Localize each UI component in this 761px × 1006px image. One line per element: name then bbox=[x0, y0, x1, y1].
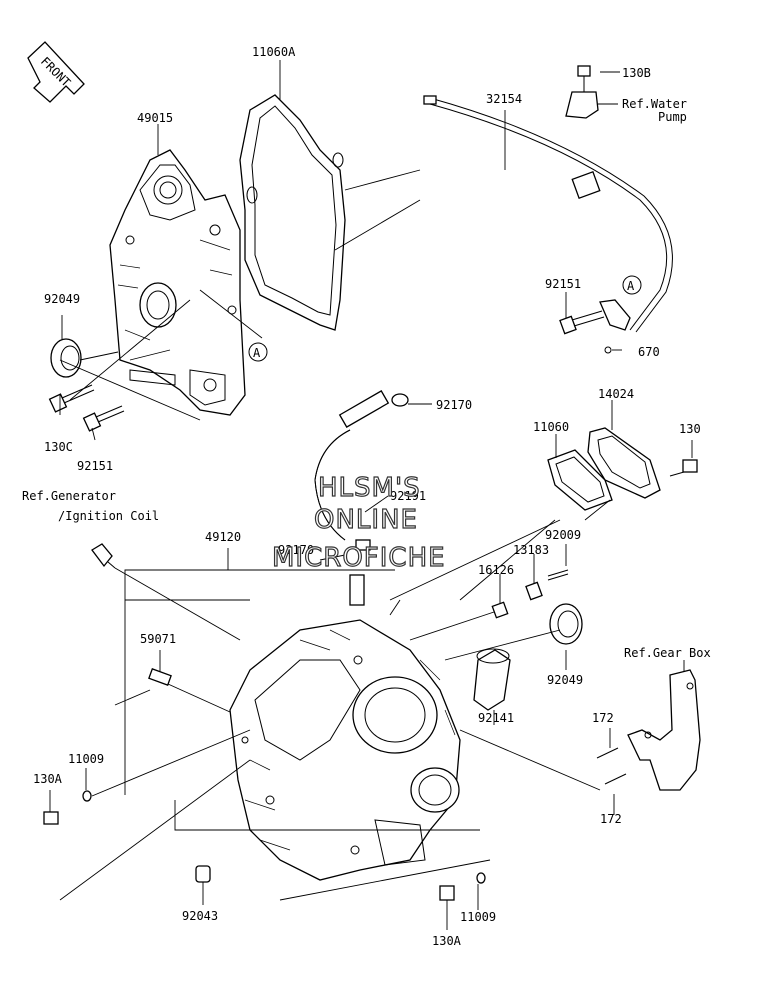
bolt-92151-lower bbox=[82, 405, 125, 432]
bushing-92141 bbox=[473, 648, 511, 711]
label-130: 130 bbox=[679, 422, 701, 436]
label-16126: 16126 bbox=[478, 563, 514, 577]
watermark-line-1: HLSM'S bbox=[318, 473, 421, 503]
label-92049-upper: 92049 bbox=[44, 292, 80, 306]
label-ref-generator-2: /Ignition Coil bbox=[58, 509, 159, 523]
label-14024: 14024 bbox=[598, 387, 634, 401]
stud-59071 bbox=[148, 668, 172, 686]
bolt-92009 bbox=[547, 569, 569, 581]
bolt-130A-left bbox=[43, 811, 59, 825]
label-92009: 92009 bbox=[545, 528, 581, 542]
label-13183: 13183 bbox=[513, 543, 549, 557]
breather-hose-92191 bbox=[314, 390, 409, 541]
label-92191: 92191 bbox=[390, 489, 426, 503]
crankcase-49120 bbox=[229, 619, 461, 881]
stud-172-lower bbox=[604, 773, 627, 785]
bolt-130 bbox=[669, 459, 698, 477]
label-ref-generator-1: Ref.Generator bbox=[22, 489, 116, 503]
label-92141: 92141 bbox=[478, 711, 514, 725]
label-670: 670 bbox=[638, 345, 660, 359]
stud-172-upper bbox=[596, 747, 619, 759]
ref-a-label-right: A bbox=[627, 279, 635, 293]
label-49120: 49120 bbox=[205, 530, 241, 544]
dipstick-tube-32154 bbox=[423, 95, 673, 333]
label-92170-upper: 92170 bbox=[436, 398, 472, 412]
label-92170-lower: 92170 bbox=[278, 543, 314, 557]
label-92151-lower: 92151 bbox=[77, 459, 113, 473]
ref-a-circle-left: A bbox=[248, 342, 268, 362]
label-172-lower: 172 bbox=[600, 812, 622, 826]
pin-16126 bbox=[491, 601, 509, 619]
label-ref-water-1: Ref.Water bbox=[622, 97, 687, 111]
ref-a-label-left: A bbox=[253, 346, 261, 360]
label-11060: 11060 bbox=[533, 420, 569, 434]
label-11009-right: 11009 bbox=[460, 910, 496, 924]
bolt-130B bbox=[565, 65, 599, 119]
label-ref-gear-box: Ref.Gear Box bbox=[624, 646, 711, 660]
label-172-upper: 172 bbox=[592, 711, 614, 725]
oil-seal-92049-upper bbox=[50, 338, 82, 378]
breather-fitting bbox=[349, 539, 371, 606]
label-130C: 130C bbox=[44, 440, 73, 454]
label-130B: 130B bbox=[622, 66, 651, 80]
bolt-92151-upper bbox=[559, 299, 631, 354]
bolt-130C bbox=[48, 384, 95, 413]
leader-lines bbox=[49, 60, 693, 930]
washer-11009-left bbox=[82, 790, 92, 802]
gearbox-bracket bbox=[627, 669, 701, 791]
label-ref-water-2: Pump bbox=[658, 110, 687, 124]
label-92043: 92043 bbox=[182, 909, 218, 923]
gasket-11060 bbox=[547, 449, 613, 511]
label-59071: 59071 bbox=[140, 632, 176, 646]
label-49015: 49015 bbox=[137, 111, 173, 125]
generator-connector bbox=[91, 543, 116, 569]
label-92049-lower: 92049 bbox=[547, 673, 583, 687]
watermark-line-2: ONLINE bbox=[314, 505, 418, 535]
bolt-130A-right bbox=[439, 885, 455, 901]
dowel-92043 bbox=[195, 865, 211, 883]
front-arrow-icon: FRONT bbox=[27, 41, 85, 103]
gasket-11060A bbox=[239, 94, 346, 331]
front-cover-49015 bbox=[109, 149, 246, 416]
part-labels: 11060A 49015 32154 130B Ref.Water Pump 9… bbox=[22, 45, 711, 948]
label-11060A: 11060A bbox=[252, 45, 296, 59]
ref-a-circle-right: A bbox=[622, 275, 642, 295]
washer-11009-right bbox=[476, 872, 486, 884]
label-32154: 32154 bbox=[486, 92, 522, 106]
pin-13183 bbox=[525, 581, 543, 601]
watermark-line-3: MICROFICHE bbox=[272, 543, 446, 573]
oil-seal-92049-lower bbox=[549, 603, 583, 645]
watermark: HLSM'S ONLINE MICROFICHE bbox=[271, 472, 446, 573]
label-130A-left: 130A bbox=[33, 772, 63, 786]
label-92151-upper: 92151 bbox=[545, 277, 581, 291]
label-130A-right: 130A bbox=[432, 934, 462, 948]
breather-cover-14024 bbox=[587, 427, 661, 499]
label-11009-left: 11009 bbox=[68, 752, 104, 766]
